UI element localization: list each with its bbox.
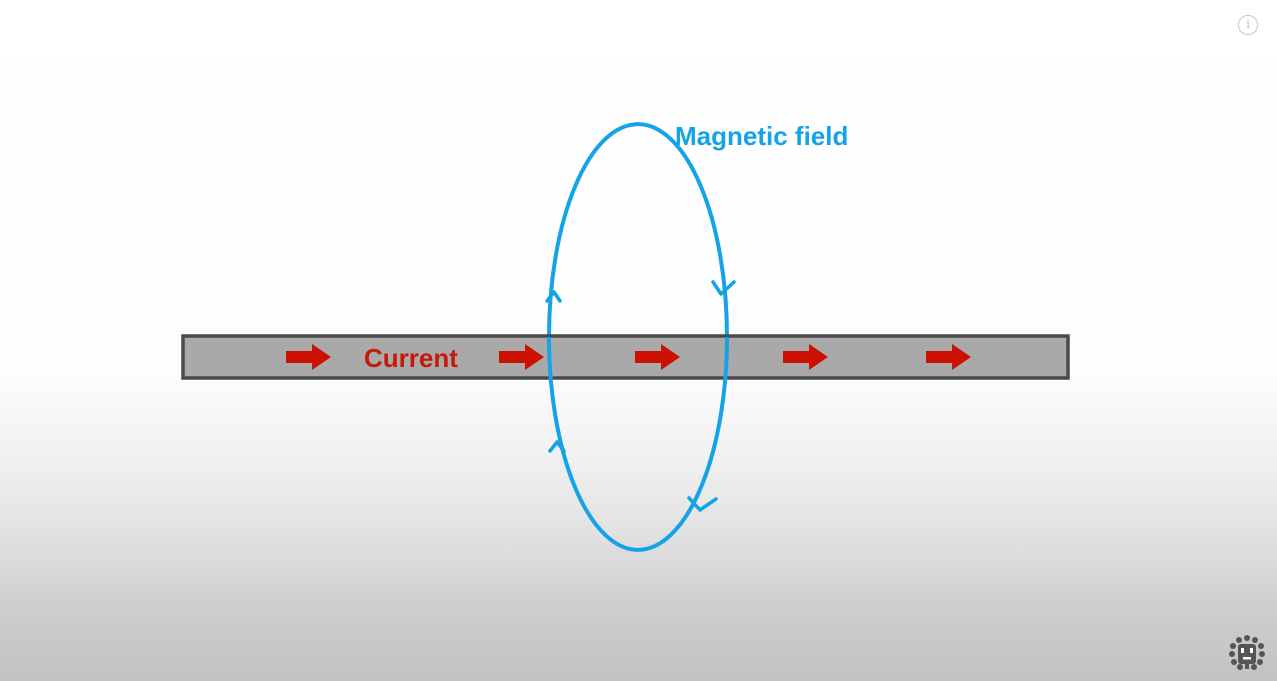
field-direction-arrow bbox=[687, 496, 718, 512]
info-glyph: i bbox=[1246, 17, 1250, 31]
field-direction-arrow bbox=[545, 290, 562, 303]
current-arrow bbox=[926, 344, 971, 370]
magnetic-field-loop-front bbox=[547, 336, 729, 552]
current-arrow bbox=[499, 344, 544, 370]
magnetic-field-label: Magnetic field bbox=[675, 121, 848, 151]
channel-logo-icon[interactable] bbox=[1228, 633, 1266, 671]
magnetic-field-loop-back bbox=[547, 122, 729, 338]
field-direction-arrow bbox=[711, 280, 736, 296]
current-label: Current bbox=[364, 343, 458, 373]
current-arrow bbox=[635, 344, 680, 370]
info-icon[interactable]: i bbox=[1238, 15, 1258, 35]
field-direction-arrow bbox=[548, 440, 566, 453]
current-arrow bbox=[286, 344, 331, 370]
current-arrow bbox=[783, 344, 828, 370]
